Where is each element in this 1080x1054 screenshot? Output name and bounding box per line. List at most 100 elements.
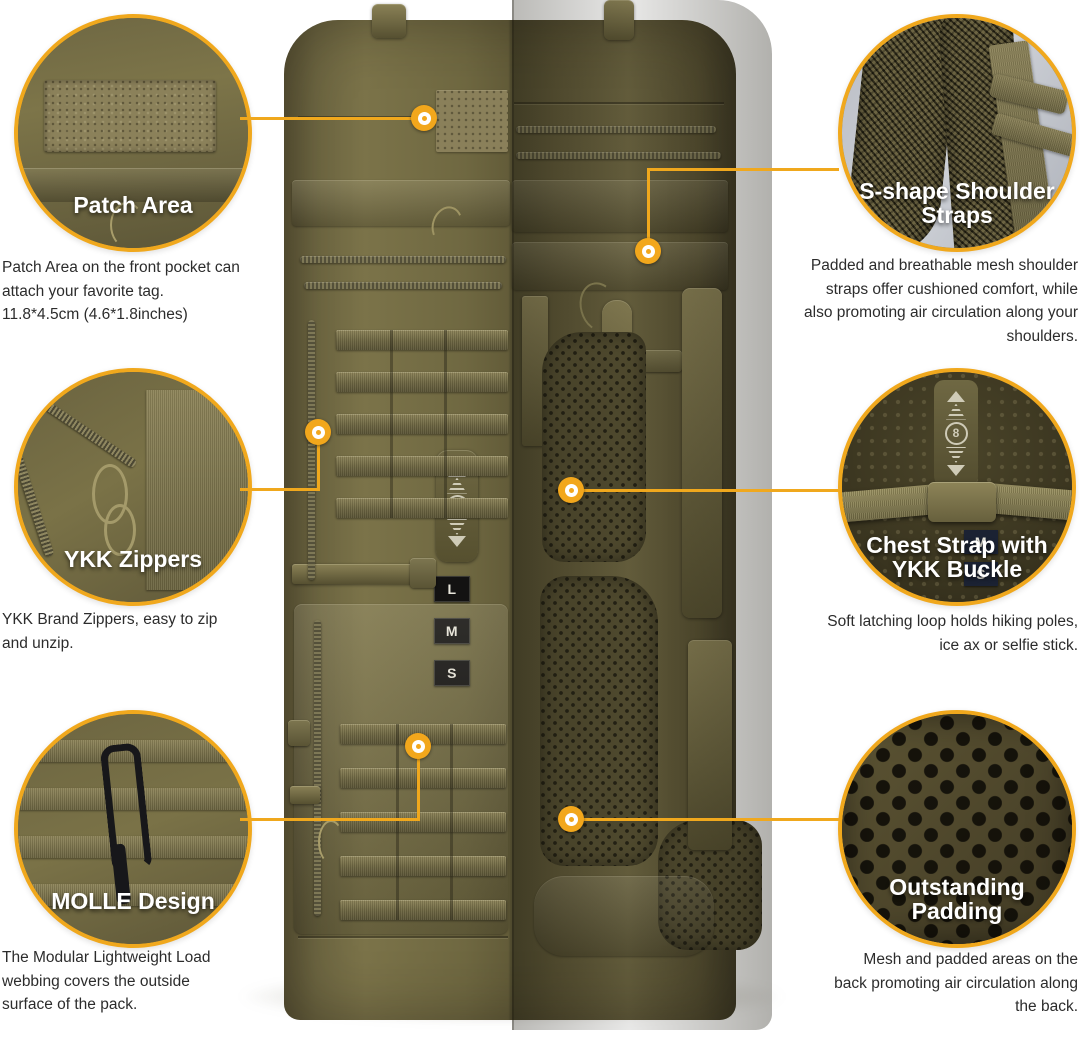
adjust-rungs-upper-icon <box>447 477 467 494</box>
connector-chest-strap <box>578 489 840 492</box>
connector-molle-vertical <box>417 757 420 821</box>
marker-ring-icon <box>564 812 578 826</box>
marker-dot-icon <box>415 743 421 749</box>
marker-chest-strap[interactable] <box>558 477 584 503</box>
back-panel-mid <box>512 242 728 290</box>
haul-handle-left <box>372 4 406 38</box>
callout-outstanding-padding: Outstanding Padding <box>838 710 1076 948</box>
connector-ykk-horizontal <box>240 488 320 491</box>
marker-patch-area[interactable] <box>411 105 437 131</box>
callout-title-outstanding-padding: Outstanding Padding <box>889 874 1025 925</box>
callout-art-patch-area <box>18 18 248 248</box>
connector-outstanding-padding <box>578 818 840 821</box>
bottom-pad-back <box>534 876 714 956</box>
marker-ring-icon <box>641 244 655 258</box>
adjust-arrow-up-icon <box>947 390 965 402</box>
connector-ykk-vertical <box>317 443 320 491</box>
molle-stitch-4 <box>450 724 453 920</box>
callout-ykk-zippers: YKK Zippers <box>14 368 252 606</box>
size-tab-m: M <box>434 618 470 644</box>
callout-title-patch-area: Patch Area <box>73 192 193 219</box>
molle-row-8 <box>340 812 506 832</box>
adjust-rungs-lower-icon <box>946 447 966 463</box>
bottom-seam-front <box>298 936 508 938</box>
marker-molle-design[interactable] <box>405 733 431 759</box>
connector-shoulder-horizontal <box>647 168 839 171</box>
chest-adjust-plate-art: 8 <box>934 380 978 486</box>
callout-description-patch-area: Patch Area on the front pocket can attac… <box>2 259 240 324</box>
callout-art-outstanding-padding <box>842 714 1072 944</box>
backpack-body: 8 L M S <box>284 0 762 1020</box>
marker-ring-icon <box>311 425 325 439</box>
strap-adjuster-buckle <box>636 350 682 372</box>
molle-row-10 <box>340 900 506 920</box>
zipper-teeth-diagonal <box>32 394 138 469</box>
callout-molle-design: MOLLE Design <box>14 710 252 948</box>
molle-art-row-3 <box>18 836 248 858</box>
front-pocket-zipper-bottom <box>304 282 502 289</box>
top-zipper-back-2 <box>516 152 721 159</box>
callout-title-ykk-zippers: YKK Zippers <box>63 546 203 573</box>
zipper-teeth-vertical <box>18 412 55 558</box>
marker-shoulder-straps[interactable] <box>635 238 661 264</box>
hip-belt-webbing <box>688 640 732 850</box>
callout-description-shoulder-straps: Padded and breathable mesh shoulder stra… <box>804 257 1078 345</box>
lower-zipper-vertical <box>314 620 321 916</box>
callout-title-chest-strap: Chest Strap with YKK Buckle <box>866 532 1048 583</box>
connector-patch-area <box>240 117 420 120</box>
callout-title-molle-design: MOLLE Design <box>51 888 215 915</box>
back-panel-upper <box>512 180 728 232</box>
velcro-patch-area <box>436 90 508 152</box>
molle-row-1 <box>336 330 508 350</box>
marker-dot-icon <box>421 115 427 121</box>
marker-dot-icon <box>568 816 574 822</box>
molle-row-4 <box>336 456 508 476</box>
front-pocket-zipper-top <box>300 256 506 263</box>
marker-ring-icon <box>417 111 431 125</box>
side-zipper-upper <box>308 320 315 580</box>
lid-seam-back <box>514 102 724 104</box>
molle-row-2 <box>336 372 508 392</box>
adjust-arrow-down-icon <box>448 535 466 547</box>
callout-description-ykk-zippers: YKK Brand Zippers, easy to zip and unzip… <box>2 611 218 652</box>
side-compression-webbing-back <box>682 288 722 618</box>
callout-chest-strap: 8 M S Chest Strap with YKK Buckle <box>838 368 1076 606</box>
connector-molle-horizontal <box>240 818 420 821</box>
callout-art-shoulder-straps <box>842 18 1072 248</box>
connector-shoulder-vertical <box>647 168 650 250</box>
lower-zipper-pull-cord <box>318 820 344 864</box>
adjustment-number-art: 8 <box>944 421 968 445</box>
marker-dot-icon <box>645 248 651 254</box>
adjust-arrow-down-icon <box>947 464 965 476</box>
compression-buckle-mid <box>410 558 436 588</box>
zipper-pull-cord-art-2 <box>104 504 136 556</box>
ykk-buckle-art <box>928 482 996 522</box>
marker-outstanding-padding[interactable] <box>558 806 584 832</box>
molle-art-row-2 <box>18 788 248 810</box>
molle-row-3 <box>336 414 508 434</box>
molle-art-row-1 <box>18 740 248 762</box>
marker-ring-icon <box>411 739 425 753</box>
size-tab-l: L <box>434 576 470 602</box>
adjust-rungs-upper-icon <box>946 403 966 420</box>
fabric-band <box>18 168 248 202</box>
size-tab-s: S <box>434 660 470 686</box>
adjust-rungs-lower-icon <box>447 519 467 535</box>
callout-patch-area: Patch Area <box>14 14 252 252</box>
callout-title-shoulder-straps: S-shape Shoulder Straps <box>859 178 1055 229</box>
marker-ring-icon <box>564 483 578 497</box>
callout-art-chest-strap: 8 M S <box>842 372 1072 602</box>
back-mesh-upper <box>542 332 646 562</box>
front-lid-band <box>292 180 510 226</box>
callout-description-outstanding-padding: Mesh and padded areas on the back promot… <box>834 951 1078 1016</box>
compression-strap-mid <box>292 564 414 584</box>
marker-ykk-zippers[interactable] <box>305 419 331 445</box>
callout-shoulder-straps: S-shape Shoulder Straps <box>838 14 1076 252</box>
molle-row-7 <box>340 768 506 788</box>
back-view-shading <box>512 0 772 1030</box>
size-tab-m-art: M <box>964 530 998 554</box>
compression-strap-lower <box>290 786 320 804</box>
callout-description-molle-design: The Modular Lightweight Load webbing cov… <box>2 949 211 1014</box>
view-split-seam <box>512 0 514 1030</box>
molle-row-9 <box>340 856 506 876</box>
